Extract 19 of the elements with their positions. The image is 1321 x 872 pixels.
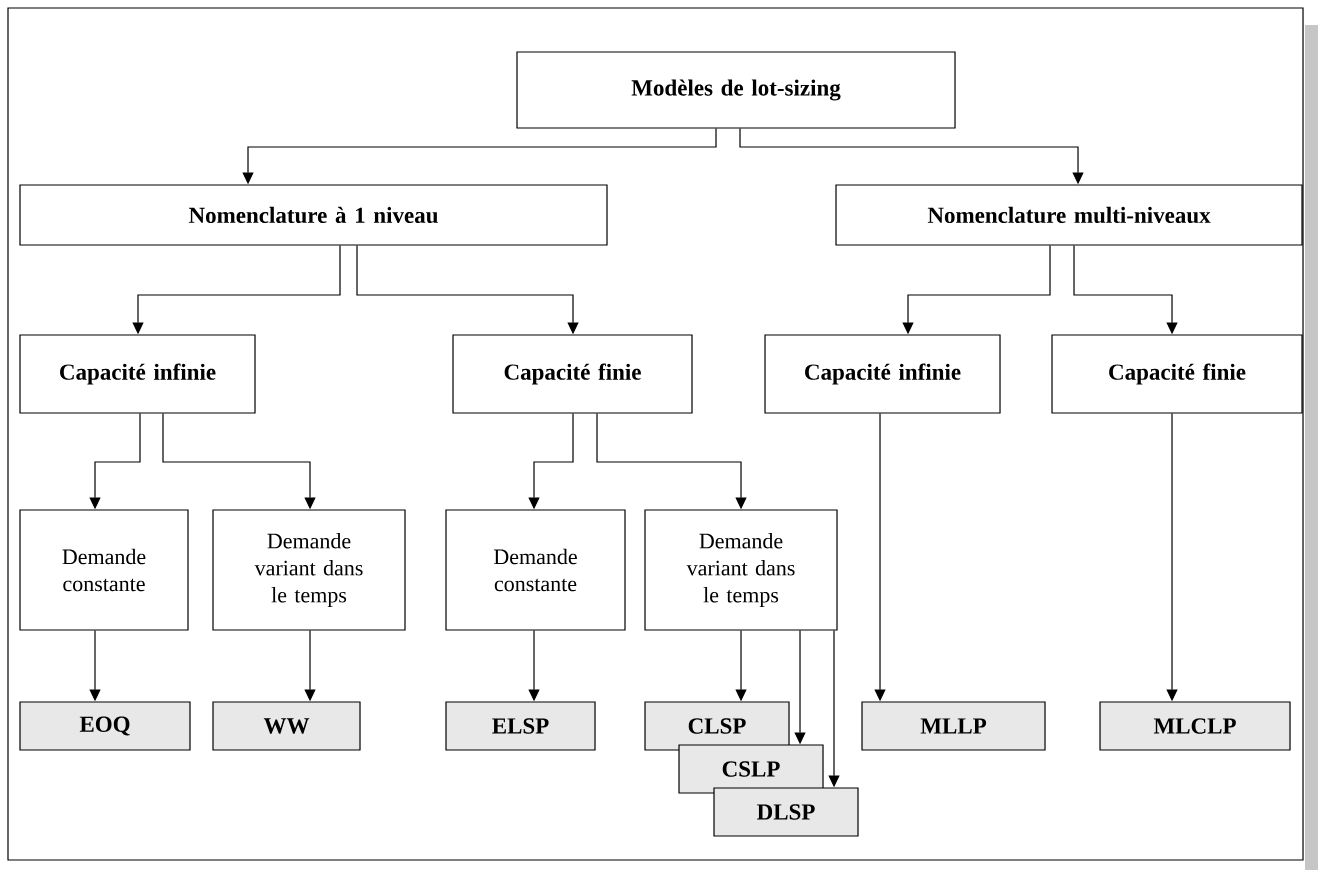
model-box: MLLP xyxy=(861,701,1046,751)
model-box: DLSP xyxy=(713,787,859,837)
title-box: Modèles de lot-sizing xyxy=(516,51,956,129)
title-box: Nomenclature à 1 niveau xyxy=(19,184,608,246)
title-box: Capacité finie xyxy=(452,334,693,414)
title-box: Capacité infinie xyxy=(764,334,1001,414)
category-box: Demande constante xyxy=(19,509,189,631)
category-box: Demande constante xyxy=(445,509,626,631)
title-box: Capacité finie xyxy=(1051,334,1303,414)
model-box: EOQ xyxy=(19,701,191,751)
model-box: MLCLP xyxy=(1099,701,1291,751)
model-box: ELSP xyxy=(445,701,596,751)
category-box: Demande variant dans le temps xyxy=(644,509,838,631)
model-box: CSLP xyxy=(678,744,824,794)
model-box: CLSP xyxy=(644,701,790,751)
title-box: Nomenclature multi-niveaux xyxy=(835,184,1303,246)
category-box: Demande variant dans le temps xyxy=(212,509,406,631)
model-box: WW xyxy=(212,701,361,751)
title-box: Capacité infinie xyxy=(19,334,256,414)
